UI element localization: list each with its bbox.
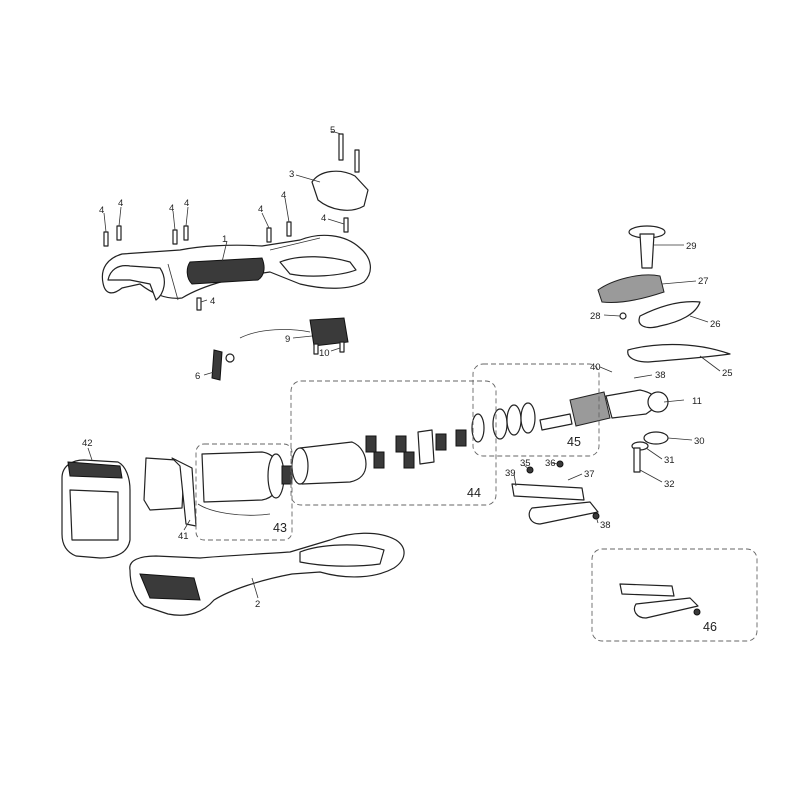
- callout-29: 29: [686, 241, 697, 252]
- callout-labels: 1 2 3 4 4 4 4 4 4 4 4 5 6 9 10 11 25 26 …: [82, 125, 733, 610]
- callout-4: 4: [184, 198, 189, 209]
- screw-28: [619, 312, 627, 320]
- group-label-46: 46: [703, 620, 717, 634]
- callout-4: 4: [118, 198, 123, 209]
- group-box-43: [195, 443, 293, 541]
- callout-36: 36: [545, 458, 556, 469]
- group-box-44: [290, 380, 497, 506]
- callout-1: 1: [222, 234, 227, 245]
- drive-head-part: [492, 389, 669, 440]
- trigger-assembly-part: [511, 460, 600, 525]
- callout-38: 38: [655, 370, 666, 381]
- gear-sector-part: [597, 274, 665, 303]
- callout-4: 4: [210, 296, 215, 307]
- switch-assembly-part: [239, 317, 349, 355]
- screw-set-4: [103, 217, 349, 311]
- callout-40: 40: [590, 362, 601, 373]
- callout-31: 31: [664, 455, 675, 466]
- callout-35: 35: [520, 458, 531, 469]
- callout-25: 25: [722, 368, 733, 379]
- group-label-45: 45: [567, 435, 581, 449]
- group-label-43: 43: [273, 521, 287, 535]
- callout-37: 37: [584, 469, 595, 480]
- callout-11: 11: [692, 396, 702, 407]
- adjustment-knob-part: [628, 225, 666, 269]
- bolt-part-32: [633, 447, 641, 473]
- callout-27: 27: [698, 276, 709, 287]
- callout-26: 26: [710, 319, 721, 330]
- battery-holder-part: [143, 457, 197, 527]
- callout-4: 4: [258, 204, 263, 215]
- battery-pack-part: [61, 459, 131, 559]
- cover-plate-part: [311, 170, 369, 211]
- motor-part: [197, 451, 293, 516]
- callout-10: 10: [319, 348, 330, 359]
- callout-3: 3: [289, 169, 294, 180]
- callout-4: 4: [169, 203, 174, 214]
- callout-32: 32: [664, 479, 675, 490]
- callout-6: 6: [195, 371, 200, 382]
- callout-38: 38: [600, 520, 611, 531]
- group-box-46: [591, 548, 758, 642]
- callout-4: 4: [321, 213, 326, 224]
- callout-41: 41: [178, 531, 189, 542]
- callout-28: 28: [590, 311, 601, 322]
- screw-set-5: [338, 133, 360, 173]
- callout-4: 4: [281, 190, 286, 201]
- lower-housing-part: [129, 532, 405, 616]
- leader-lines: [87, 130, 721, 599]
- callout-42: 42: [82, 438, 93, 449]
- callout-9: 9: [285, 334, 290, 345]
- callout-30: 30: [694, 436, 705, 447]
- bracket-part-6: [211, 349, 235, 381]
- upper-housing-part: [101, 234, 371, 301]
- group-labels: 43 44 45 46: [273, 435, 717, 634]
- moving-blade-part: [627, 343, 731, 363]
- group-box-45: [472, 363, 600, 457]
- callout-4: 4: [99, 205, 104, 216]
- gearbox-part: [291, 413, 485, 485]
- nut-part-30: [643, 431, 669, 445]
- callout-2: 2: [255, 599, 260, 610]
- callout-39: 39: [505, 468, 516, 479]
- group-label-44: 44: [467, 486, 481, 500]
- trigger-kit-part: [619, 583, 701, 619]
- callout-5: 5: [330, 125, 335, 136]
- anvil-blade-part: [638, 301, 701, 329]
